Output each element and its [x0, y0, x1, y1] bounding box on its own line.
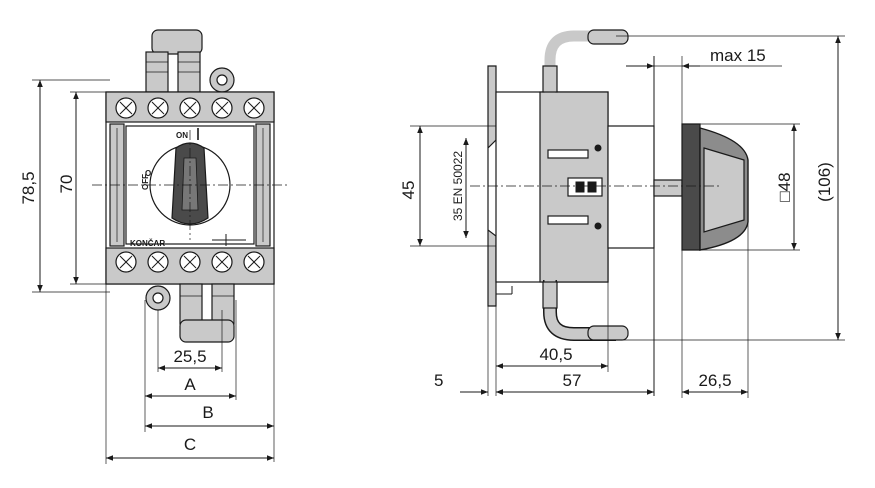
dim-5: 5	[434, 371, 443, 390]
label-din-rail: 35 EN 50022	[451, 151, 465, 221]
dim-40-5: 40,5	[539, 345, 572, 364]
shaft	[653, 179, 683, 197]
dim-width-25-5: 25,5	[173, 347, 206, 366]
side-view: max 15 45 35 EN 50022 □48 (106) 40,5 5 5…	[399, 29, 845, 398]
label-off: OFF	[141, 174, 150, 190]
bottom-cable-glands	[145, 283, 235, 343]
dim-width-c: C	[184, 435, 196, 454]
dim-height-78-5: 78,5	[19, 171, 38, 204]
label-on: ON	[176, 131, 188, 140]
dim-height-45: 45	[399, 181, 418, 200]
dim-57: 57	[563, 371, 582, 390]
dim-height-106: (106)	[815, 162, 834, 202]
front-view: ON OFF O KONČAR	[19, 29, 288, 464]
dim-max-15: max 15	[710, 46, 766, 65]
bottom-terminal-screws	[115, 251, 265, 273]
dim-height-70: 70	[57, 175, 76, 194]
dim-width-a: A	[184, 375, 196, 394]
brand-label: KONČAR	[130, 239, 165, 248]
dim-26-5: 26,5	[698, 371, 731, 390]
top-cable-glands	[145, 29, 235, 93]
label-o: O	[145, 169, 151, 178]
dim-width-b: B	[202, 403, 213, 422]
side-handle	[681, 123, 749, 251]
dim-square-48: □48	[775, 172, 794, 201]
top-terminal-screws	[115, 97, 265, 119]
